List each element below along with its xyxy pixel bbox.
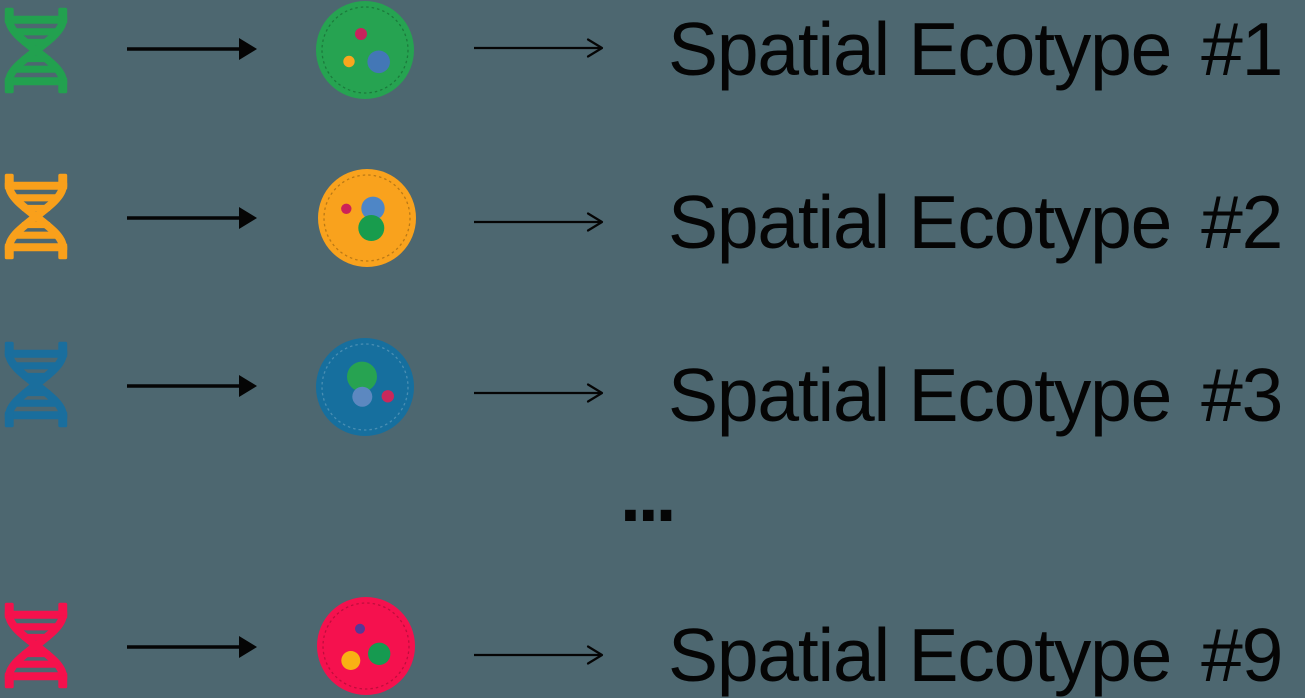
right-arrow-icon — [127, 207, 257, 229]
crimson-dot — [381, 390, 394, 403]
dna-helix-icon — [4, 602, 68, 689]
ecotype-label-text: Spatial Ecotype — [668, 180, 1172, 264]
ecotype-number: #1 — [1201, 7, 1283, 91]
ecotype-number: #3 — [1201, 353, 1283, 437]
ellipsis: ... — [620, 453, 676, 537]
ecotype-label: Spatial Ecotype#3 — [668, 358, 1283, 433]
green-dot — [358, 215, 385, 241]
right-arrow-icon — [127, 375, 257, 397]
green-dot — [347, 361, 377, 392]
crimson-dot — [341, 203, 352, 214]
yellow-dot — [341, 651, 361, 670]
ecotype-label-text: Spatial Ecotype — [668, 7, 1172, 91]
crimson-dot — [355, 28, 367, 40]
blue-dot — [352, 386, 373, 407]
ecotype-label-text: Spatial Ecotype — [668, 613, 1172, 697]
right-arrow-icon — [474, 645, 604, 665]
cell-cluster-icon — [317, 597, 415, 695]
right-arrow-icon — [474, 38, 604, 58]
blue-dot — [367, 50, 390, 74]
cell-cluster-icon — [316, 1, 414, 99]
orange-dot — [343, 55, 355, 68]
purple-dot — [355, 623, 365, 634]
cell-cluster-icon — [318, 169, 416, 267]
green-dot — [368, 642, 391, 665]
ecotype-number: #9 — [1201, 613, 1283, 697]
ecotype-number: #2 — [1201, 180, 1283, 264]
right-arrow-icon — [127, 38, 257, 60]
right-arrow-icon — [474, 383, 604, 403]
blue-dot — [361, 196, 385, 220]
ecotype-label: Spatial Ecotype#1 — [668, 12, 1283, 87]
right-arrow-icon — [127, 636, 257, 658]
ecotype-label: Spatial Ecotype#9 — [668, 618, 1283, 693]
cell-cluster-icon — [316, 338, 414, 436]
right-arrow-icon — [474, 212, 604, 232]
dna-helix-icon — [4, 173, 68, 260]
dna-helix-icon — [4, 341, 68, 428]
ecotype-label-text: Spatial Ecotype — [668, 353, 1172, 437]
dna-helix-icon — [4, 7, 68, 94]
ecotype-label: Spatial Ecotype#2 — [668, 185, 1283, 260]
